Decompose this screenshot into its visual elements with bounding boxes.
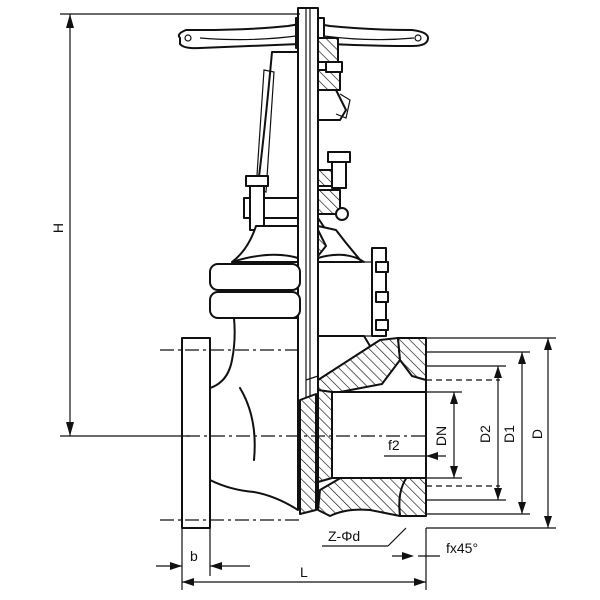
dimension-chamfer bbox=[392, 552, 440, 560]
centerlines bbox=[160, 349, 500, 521]
label-H: H bbox=[50, 223, 66, 233]
label-DN: DN bbox=[433, 426, 449, 446]
dimension-b-L bbox=[156, 528, 427, 590]
gland-flange bbox=[243, 151, 351, 251]
dimension-diameters bbox=[426, 337, 556, 529]
label-b: b bbox=[190, 548, 198, 564]
label-chamfer: fx45° bbox=[446, 540, 478, 556]
label-D2: D2 bbox=[477, 425, 493, 443]
label-D: D bbox=[529, 429, 545, 439]
label-D1: D1 bbox=[501, 425, 517, 443]
bonnet bbox=[231, 225, 389, 337]
valve-body-left bbox=[181, 263, 301, 529]
dimension-H bbox=[60, 13, 300, 437]
label-L: L bbox=[300, 564, 308, 580]
label-bolt-holes: Z-Φd bbox=[328, 528, 360, 544]
dimension-f2 bbox=[384, 452, 446, 460]
label-f2: f2 bbox=[388, 437, 400, 453]
yoke bbox=[255, 37, 351, 201]
bolt-holes-leader bbox=[322, 527, 407, 547]
